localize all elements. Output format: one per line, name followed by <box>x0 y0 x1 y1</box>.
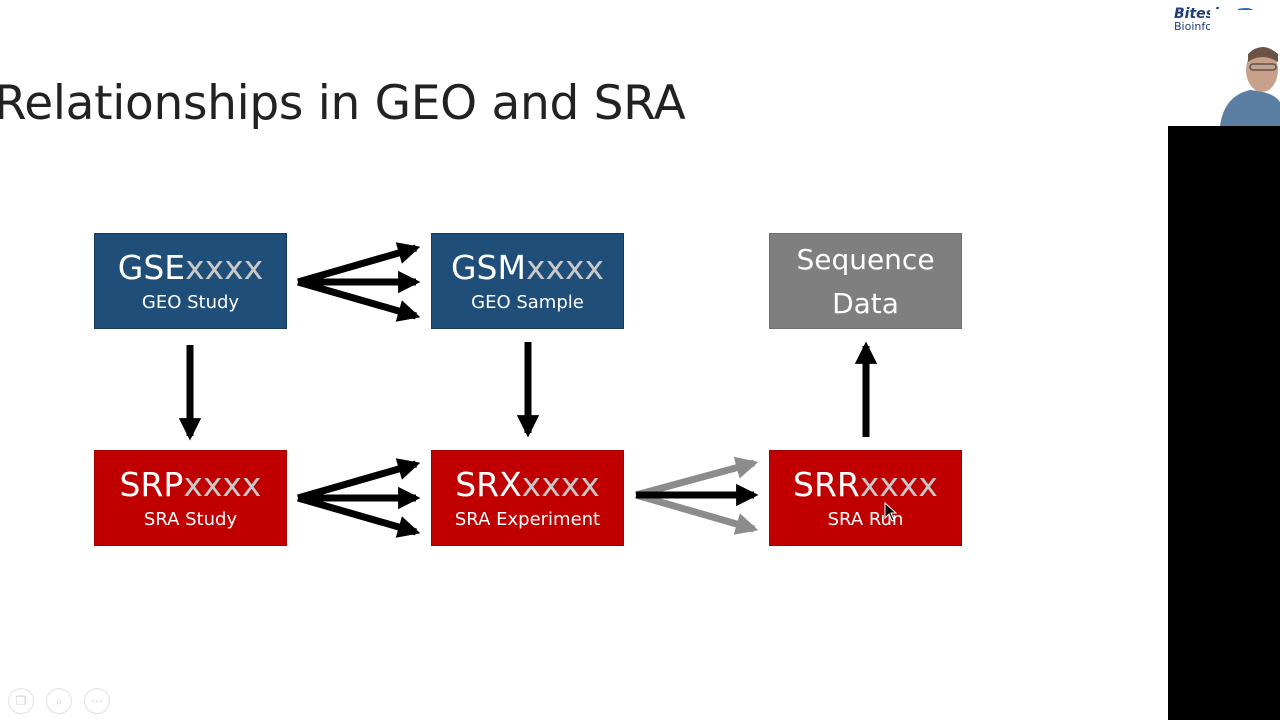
arrow-gse-to-gsm <box>297 242 421 322</box>
arrow-srp-to-srx <box>297 458 421 538</box>
node-gse-label: GEO Study <box>141 292 240 313</box>
zoom-icon[interactable]: ⌕ <box>46 688 72 714</box>
webcam-presenter <box>1210 10 1280 126</box>
node-sequence-line1: Sequence <box>796 243 935 276</box>
node-srr: SRRxxxx SRA Run <box>769 450 962 546</box>
node-srp-label: SRA Study <box>143 509 238 530</box>
slide-title: Relationships in GEO and SRA <box>0 76 686 131</box>
node-gsm-label: GEO Sample <box>471 292 584 313</box>
node-srr-id: SRRxxxx <box>793 465 938 504</box>
copy-icon[interactable]: ❐ <box>8 688 34 714</box>
node-srp-id: SRPxxxx <box>119 465 262 504</box>
node-srx-id: SRXxxxx <box>455 465 600 504</box>
node-srr-label: SRA Run <box>827 509 904 530</box>
arrow-srx-to-srr <box>635 456 759 535</box>
node-gsm-id: GSMxxxx <box>450 248 605 287</box>
webcam-black-panel <box>1168 126 1280 720</box>
node-srp: SRPxxxx SRA Study <box>94 450 287 546</box>
node-sequence-data: Sequence Data <box>769 233 962 329</box>
mouse-cursor-icon <box>884 502 898 522</box>
node-gsm: GSMxxxx GEO Sample <box>431 233 624 329</box>
node-srx: SRXxxxx SRA Experiment <box>431 450 624 546</box>
node-gse: GSExxxx GEO Study <box>94 233 287 329</box>
more-icon[interactable]: ⋯ <box>84 688 110 714</box>
node-srx-label: SRA Experiment <box>454 509 601 530</box>
node-gse-id: GSExxxx <box>117 248 264 287</box>
node-sequence-line2: Data <box>832 287 899 320</box>
